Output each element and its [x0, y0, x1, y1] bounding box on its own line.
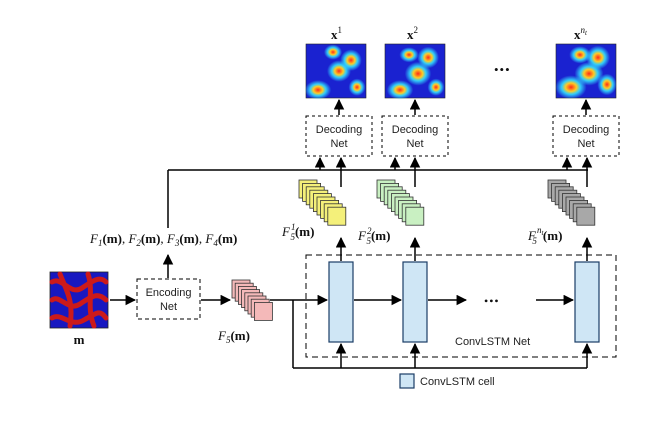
heatmap-blob — [399, 47, 419, 63]
decoding-net-1: Decoding Net — [305, 115, 373, 157]
heatmap-blob — [427, 78, 445, 96]
feature-map-layer — [576, 206, 596, 226]
svg-text:Net: Net — [577, 138, 594, 150]
output-label-n: xnt — [574, 25, 588, 42]
output-label-1: x1 — [331, 25, 342, 42]
latent-feature-stack — [231, 279, 273, 321]
convlstm-net-label: ConvLSTM Net — [455, 336, 530, 348]
convlstm-cell-2 — [402, 261, 428, 343]
heatmap-blob — [348, 78, 366, 96]
output-label-2: x2 — [407, 25, 418, 42]
skip-features-label: F1(m), F2(m), F3(m), F4(m) — [89, 231, 237, 248]
output-heatmap-1 — [304, 43, 367, 100]
step-n-feature-stack — [547, 179, 596, 226]
ellipsis-outputs: ••• — [494, 62, 511, 77]
input-label: m — [74, 332, 85, 347]
heatmap-blob — [404, 61, 432, 86]
feature-map-layer — [405, 206, 425, 226]
convlstm-net-box — [305, 254, 617, 358]
step-2-feature-stack — [376, 179, 425, 226]
encoding-net-box — [136, 278, 201, 320]
feature-map-layer — [253, 301, 273, 321]
svg-text:Decoding: Decoding — [316, 124, 362, 136]
step-1-feature-stack — [298, 179, 347, 226]
svg-text:Decoding: Decoding — [563, 124, 609, 136]
feature-map-layer — [327, 206, 347, 226]
input-permeability-map — [49, 271, 109, 329]
heatmap-blob — [304, 80, 332, 100]
heatmap-blob — [586, 45, 610, 70]
heatmap-blob — [417, 46, 440, 69]
svg-text:Net: Net — [406, 138, 423, 150]
legend-cell-swatch — [399, 373, 415, 389]
latent-label: F5(m) — [217, 328, 250, 345]
heatmap-blob — [569, 46, 591, 64]
heatmap-blob — [386, 80, 414, 100]
convlstm-cell-1 — [328, 261, 354, 343]
heatmap-blob — [597, 73, 617, 96]
decoding-net-2: Decoding Net — [381, 115, 449, 157]
decoding-net-n: Decoding Net — [552, 115, 620, 157]
encoding-net-label-line2: Net — [160, 301, 177, 313]
output-heatmap-n — [555, 43, 617, 100]
ellipsis-cells: ••• — [484, 294, 500, 308]
encoding-net-label-line1: Encoding — [146, 287, 192, 299]
legend-cell-label: ConvLSTM cell — [420, 376, 495, 388]
svg-text:Net: Net — [330, 138, 347, 150]
heatmap-blob — [324, 44, 342, 60]
svg-text:Decoding: Decoding — [392, 124, 438, 136]
output-heatmap-2 — [384, 43, 446, 100]
heatmap-blob — [340, 49, 362, 71]
convlstm-cell-n — [574, 261, 600, 343]
